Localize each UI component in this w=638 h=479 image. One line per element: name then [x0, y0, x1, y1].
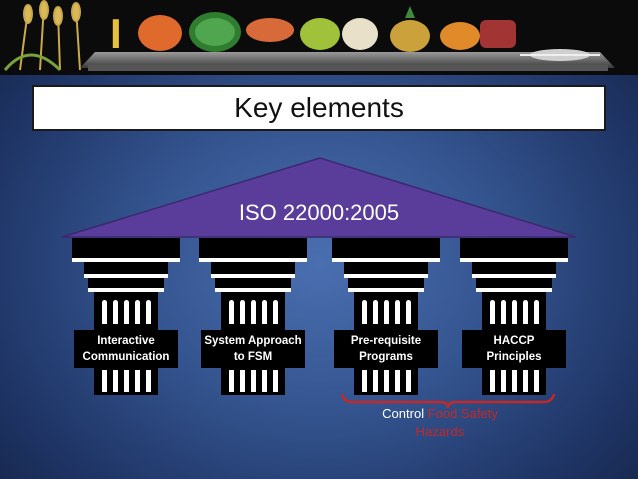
- pillar-label-line2: Communication: [82, 351, 170, 363]
- pillar-label-line1: HACCP: [493, 335, 535, 347]
- pillar: [72, 238, 180, 398]
- pineapple-icon: [390, 20, 430, 52]
- letter-s-icon: [138, 15, 182, 51]
- pillar: [199, 238, 307, 398]
- control-prefix: Control: [382, 406, 425, 421]
- pillar-label-line2: Principles: [486, 351, 542, 363]
- roof-label: ISO 22000:2005: [238, 200, 400, 225]
- food-banner-illustration: I: [0, 0, 638, 75]
- hazard-line1: Food Safety: [427, 406, 498, 421]
- slide-title: Key elements: [32, 85, 606, 131]
- shrimp-icon: [246, 18, 294, 42]
- letter-2-icon: [300, 18, 340, 50]
- pillar-label: HACCP Principles: [462, 330, 566, 368]
- header-banner: I: [0, 0, 638, 75]
- egg-icon: [342, 18, 378, 50]
- pumpkin-icon: [440, 22, 480, 50]
- hazard-line2: Hazards: [415, 424, 465, 439]
- pillar-label-line2: Programs: [359, 351, 413, 363]
- pillar: [460, 238, 568, 398]
- control-note: Control Food Safety Hazards: [355, 405, 525, 441]
- pillar: [332, 238, 440, 398]
- meat-icon: [480, 20, 516, 48]
- pillar-label-line2: to FSM: [233, 351, 273, 363]
- pillar-label: System Approach to FSM: [201, 330, 305, 368]
- hazard-brace: [340, 393, 556, 409]
- svg-text:I: I: [110, 10, 122, 57]
- wheat-icon: [3, 0, 81, 72]
- pillar-label-line1: Pre-requisite: [350, 335, 422, 347]
- pillar-label-line1: System Approach: [204, 335, 302, 347]
- pillar-label-line1: Interactive: [97, 335, 155, 347]
- roof-triangle: [61, 157, 577, 238]
